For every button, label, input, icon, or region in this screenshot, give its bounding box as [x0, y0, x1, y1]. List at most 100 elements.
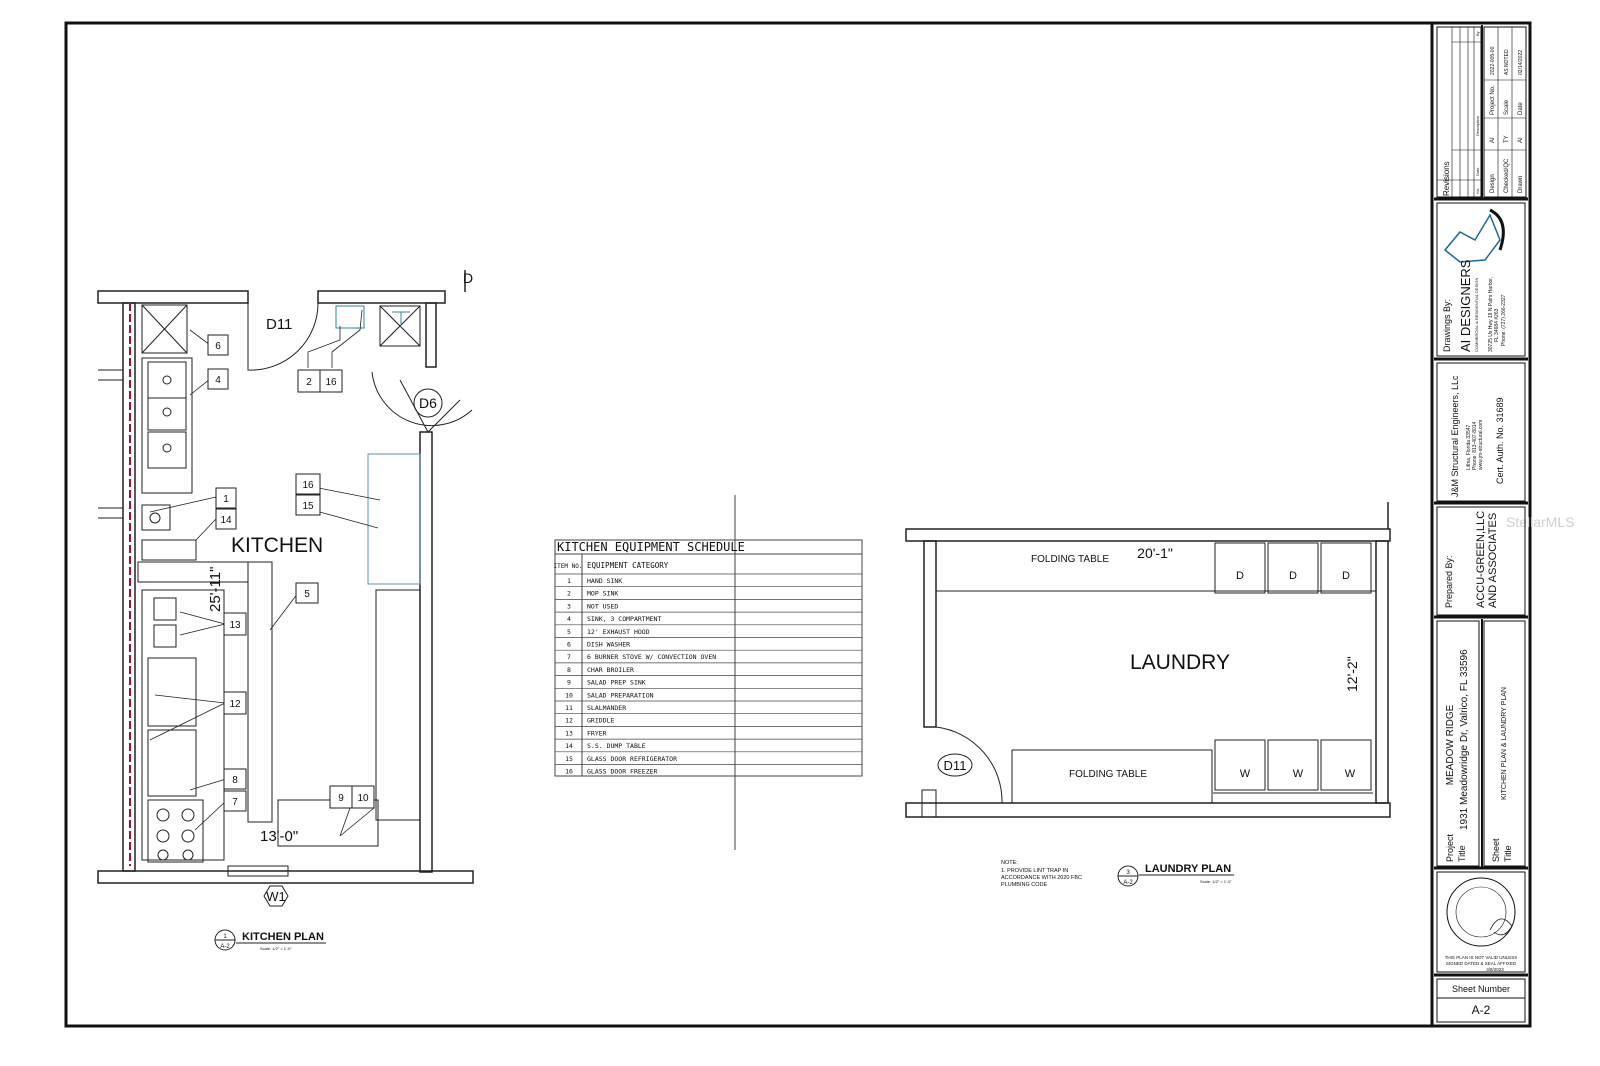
schedule-item-name: 6 BURNER STOVE W/ CONVECTION OVEN	[587, 653, 716, 661]
equipment-tag: 4	[207, 368, 229, 390]
svg-text:Prepared By:: Prepared By:	[1444, 555, 1454, 608]
schedule-item-no: 9	[567, 679, 571, 687]
svg-text:10: 10	[357, 793, 369, 804]
schedule-item-no: 16	[565, 768, 573, 776]
svg-text:A-2: A-2	[1123, 880, 1133, 886]
schedule-title: KITCHEN EQUIPMENT SCHEDULE	[557, 540, 745, 554]
kitchen-plan-title: 1 A-2 KITCHEN PLAN Scale: 1/2" = 1'-0"	[214, 929, 326, 951]
washer-label: W	[1293, 768, 1304, 780]
svg-text:3: 3	[1126, 870, 1130, 876]
schedule-item-name: SALAD PREP SINK	[587, 679, 646, 687]
laundry-room-label: LAUNDRY	[1130, 651, 1230, 674]
equipment-tags: 6 4 1 2 16 16 15 14 5 13 12 8 7 9 10	[207, 334, 375, 812]
engineer-cert: Cert. Auth. No. 31689	[1495, 397, 1505, 484]
svg-text:12: 12	[229, 699, 241, 710]
svg-text:Date: Date	[1518, 102, 1524, 115]
kitchen-plan-title-text: KITCHEN PLAN	[242, 931, 324, 943]
wall-right	[419, 431, 433, 873]
sheet-border	[64, 21, 1532, 1028]
svg-text:15: 15	[302, 501, 314, 512]
svg-text:By: By	[1475, 31, 1480, 36]
svg-text:8: 8	[232, 775, 238, 786]
svg-text:Title: Title	[1503, 845, 1513, 862]
svg-text:www.jm-structural.com: www.jm-structural.com	[1478, 420, 1484, 470]
svg-text:14: 14	[220, 515, 232, 526]
svg-text:1: 1	[223, 934, 227, 940]
watermark: StellarMLS	[1506, 514, 1574, 530]
window-tag-w1: W1	[266, 889, 286, 904]
laundry-dim-length: 20'-1"	[1137, 545, 1173, 561]
schedule-item-name: SINK, 3 COMPARTMENT	[587, 615, 661, 623]
laundry-plan	[905, 502, 1391, 818]
svg-text:Drawn: Drawn	[1518, 176, 1524, 193]
svg-text:Lithia, Florida 33547: Lithia, Florida 33547	[1466, 424, 1472, 470]
schedule-col-item: ITEM NO.	[554, 563, 583, 570]
schedule-item-no: 5	[567, 628, 571, 636]
svg-text:1: 1	[223, 494, 229, 505]
kitchen-room-label: KITCHEN	[231, 534, 323, 557]
svg-text:02/14/2022: 02/14/2022	[1518, 50, 1524, 75]
schedule-item-no: 14	[565, 742, 573, 750]
schedule-item-name: GLASS DOOR FREEZER	[587, 768, 658, 776]
svg-text:AS NOTED: AS NOTED	[1504, 49, 1510, 75]
svg-text:Sheet: Sheet	[1491, 838, 1501, 862]
svg-text:Project: Project	[1445, 833, 1455, 862]
schedule-item-name: DISH WASHER	[587, 641, 630, 649]
schedule-item-name: SLALMANDER	[587, 704, 626, 712]
svg-text:Revisions: Revisions	[1442, 161, 1451, 196]
dryer-label: D	[1342, 570, 1350, 582]
svg-text:16: 16	[302, 480, 314, 491]
svg-text:13: 13	[229, 620, 241, 631]
door-tag-d: D	[463, 270, 473, 286]
svg-text:1. PROVIDE LINT TRAP IN: 1. PROVIDE LINT TRAP IN	[1001, 868, 1068, 874]
schedule-item-no: 4	[567, 615, 571, 623]
svg-text:COMMERCIAL & RESIDENTIAL DESIG: COMMERCIAL & RESIDENTIAL DESIGN	[1474, 278, 1479, 352]
door-tag-d11: D11	[266, 316, 292, 333]
svg-text:ACCORDANCE WITH 2020 FBC: ACCORDANCE WITH 2020 FBC	[1001, 875, 1082, 881]
svg-text:Scale: 1/2" = 1'-0": Scale: 1/2" = 1'-0"	[1200, 879, 1232, 884]
schedule-item-no: 3	[567, 602, 571, 610]
project-name: MEADOW RIDGE	[1445, 704, 1456, 785]
equipment-tag: 15	[295, 494, 321, 516]
schedule-item-name: GRIDDLE	[587, 717, 614, 725]
svg-text:Design: Design	[1490, 174, 1496, 193]
schedule-item-no: 6	[567, 641, 571, 649]
svg-text:30725 Us Hwy 19 N Palm Harbor,: 30725 Us Hwy 19 N Palm Harbor,	[1488, 277, 1494, 352]
schedule-item-name: GLASS DOOR REFRIGERATOR	[587, 755, 677, 763]
schedule-item-name: MOP SINK	[587, 590, 618, 598]
schedule-col-category: EQUIPMENT CATEGORY	[587, 561, 669, 570]
prepared-by-2: AND ASSOCIATES	[1487, 513, 1499, 608]
svg-text:No.: No.	[1475, 188, 1480, 194]
schedule-item-name: HAND SINK	[587, 577, 622, 585]
schedule-item-no: 12	[565, 717, 573, 725]
schedule-item-no: 1	[567, 577, 571, 585]
schedule-item-no: 2	[567, 590, 571, 598]
kitchen-dim-length: 25'-11"	[207, 567, 224, 612]
designer-name: AI DESIGNERS	[1458, 259, 1473, 352]
equipment-tag: 10	[351, 785, 375, 809]
laundry-plan-title-text: LAUNDRY PLAN	[1145, 863, 1231, 875]
svg-text:3/8/2023: 3/8/2023	[1486, 967, 1504, 972]
equipment-tag: 6	[207, 334, 229, 356]
svg-text:5: 5	[304, 589, 310, 600]
wall-left	[122, 302, 136, 872]
wall-top-right	[317, 290, 446, 304]
equipment-tag: 16	[319, 369, 343, 393]
schedule-item-name: 12' EXHAUST HOOD	[587, 628, 650, 636]
dryer-label: D	[1236, 570, 1244, 582]
svg-text:16: 16	[325, 377, 337, 388]
equipment-tag: 12	[223, 691, 247, 715]
svg-text:Project No.: Project No.	[1490, 85, 1496, 115]
door-tag-d11: D11	[944, 758, 967, 773]
equipment-tag: 7	[223, 790, 247, 812]
kitchen-plan	[97, 270, 474, 884]
svg-text:2: 2	[306, 377, 312, 388]
equipment-tag: 16	[295, 473, 321, 495]
svg-text:Phone: 813-407-8014: Phone: 813-407-8014	[1472, 421, 1478, 470]
prepared-by-1: ACCU-GREEN,LLC	[1475, 511, 1487, 608]
svg-text:Scale: 1/2" = 1'-0": Scale: 1/2" = 1'-0"	[260, 946, 292, 951]
svg-text:Description: Description	[1475, 116, 1480, 136]
svg-text:4: 4	[215, 375, 221, 386]
svg-text:Scale: Scale	[1504, 99, 1510, 115]
svg-text:Phone: (727) 266-2327: Phone: (727) 266-2327	[1501, 294, 1507, 346]
